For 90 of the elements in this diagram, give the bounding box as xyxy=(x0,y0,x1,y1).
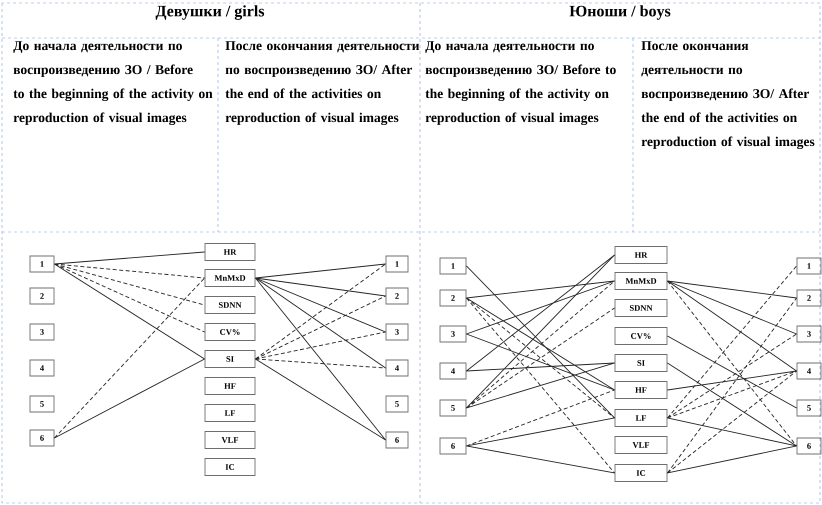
number-box: 2 xyxy=(796,290,822,306)
number-box: 5 xyxy=(30,396,54,412)
parameter-box: HF xyxy=(204,377,256,395)
column-subheading: До начала деятельности по воспроизведению ЗО/ Before to the beginning of the activity on reproduction of visual images xyxy=(425,41,616,126)
connector-line xyxy=(54,278,205,438)
connector-line xyxy=(466,308,615,408)
number-box: 4 xyxy=(30,360,54,376)
parameter-box: VLF xyxy=(614,436,668,454)
number-box: 6 xyxy=(440,438,466,454)
connector-line xyxy=(466,418,615,446)
number-box: 3 xyxy=(440,326,466,342)
connector-line xyxy=(466,280,615,334)
connector-line xyxy=(54,264,205,360)
parameter-box: CV% xyxy=(614,327,668,345)
parameter-box: SDNN xyxy=(204,296,256,314)
number-box: 1 xyxy=(30,256,54,272)
connector-line xyxy=(667,418,797,446)
parameter-box: CV% xyxy=(204,323,256,341)
number-box: 1 xyxy=(796,258,822,274)
connector-line xyxy=(54,264,205,332)
connector-line xyxy=(54,264,205,306)
connector-line xyxy=(667,280,797,446)
connector-line xyxy=(466,390,615,446)
parameter-box: SI xyxy=(204,350,256,368)
parameter-box: LF xyxy=(204,404,256,422)
connector-line xyxy=(667,266,797,418)
column-heading: Юноши / boys xyxy=(570,5,670,20)
number-box: 1 xyxy=(386,256,408,272)
number-box: 3 xyxy=(386,324,408,340)
column-subheading: После окончания деятельности по воспроизведению ЗО/ After the end of the activities on reproduction of visual images xyxy=(641,41,814,150)
number-box: 6 xyxy=(30,430,54,446)
connector-line xyxy=(466,362,615,408)
number-box: 3 xyxy=(30,324,54,340)
connector-line xyxy=(255,278,386,296)
connector-line xyxy=(667,362,797,446)
connector-line xyxy=(466,362,615,372)
parameter-box: HR xyxy=(614,246,668,264)
parameter-box: IC xyxy=(204,458,256,476)
parameter-box: VLF xyxy=(204,431,256,449)
connector-line xyxy=(466,334,615,390)
number-box: 5 xyxy=(386,396,408,412)
parameter-box: MnMxD xyxy=(614,272,668,290)
connector-line xyxy=(667,280,797,372)
number-box: 4 xyxy=(386,360,408,376)
connector-line xyxy=(255,264,386,360)
connector-line xyxy=(255,278,386,440)
connector-line xyxy=(466,280,615,408)
number-box: 5 xyxy=(796,400,822,416)
connector-line xyxy=(667,370,797,474)
connector-line xyxy=(667,298,797,474)
column-subheading: До начала деятельности по воспроизведению ЗО / Before to the beginning of the activity on reproduction of visual images xyxy=(13,41,212,126)
number-box: 4 xyxy=(440,362,466,380)
connector-line xyxy=(255,358,386,368)
parameter-box: IC xyxy=(614,464,668,482)
connector-line xyxy=(255,264,386,278)
number-box: 3 xyxy=(796,326,822,342)
connector-line xyxy=(255,358,386,440)
connector-line xyxy=(54,358,205,438)
parameter-box: LF xyxy=(614,409,668,427)
connector-line xyxy=(466,298,615,418)
connector-line xyxy=(667,280,797,334)
connector-line xyxy=(255,278,386,332)
connector-line xyxy=(466,280,615,298)
connector-line xyxy=(255,332,386,360)
connector-line xyxy=(466,254,615,372)
parameter-box: SDNN xyxy=(614,299,668,317)
parameter-box: HF xyxy=(614,381,668,399)
parameter-box: MnMxD xyxy=(204,269,256,287)
number-box: 6 xyxy=(796,438,822,454)
column-heading: Девушки / girls xyxy=(156,5,264,20)
number-box: 6 xyxy=(386,432,408,448)
number-box: 2 xyxy=(440,290,466,306)
connector-line xyxy=(667,280,797,298)
connector-line xyxy=(667,446,797,474)
number-box: 2 xyxy=(386,288,408,304)
column-subheading: После окончания деятельности по воспроизведению ЗО/ After the end of the activities on reproduction of visual images xyxy=(225,41,420,126)
connector-line xyxy=(466,298,615,390)
parameter-box: HR xyxy=(204,243,256,261)
number-box: 1 xyxy=(440,258,466,274)
parameter-box: SI xyxy=(614,354,668,372)
connector-line xyxy=(466,446,615,474)
connector-line xyxy=(255,278,386,368)
connector-line xyxy=(466,298,615,474)
connector-line xyxy=(54,252,205,264)
connector-line xyxy=(255,296,386,360)
number-box: 5 xyxy=(440,400,466,416)
number-box: 4 xyxy=(796,362,822,380)
connector-line xyxy=(667,370,797,390)
number-box: 2 xyxy=(30,288,54,304)
connector-line xyxy=(54,264,205,278)
